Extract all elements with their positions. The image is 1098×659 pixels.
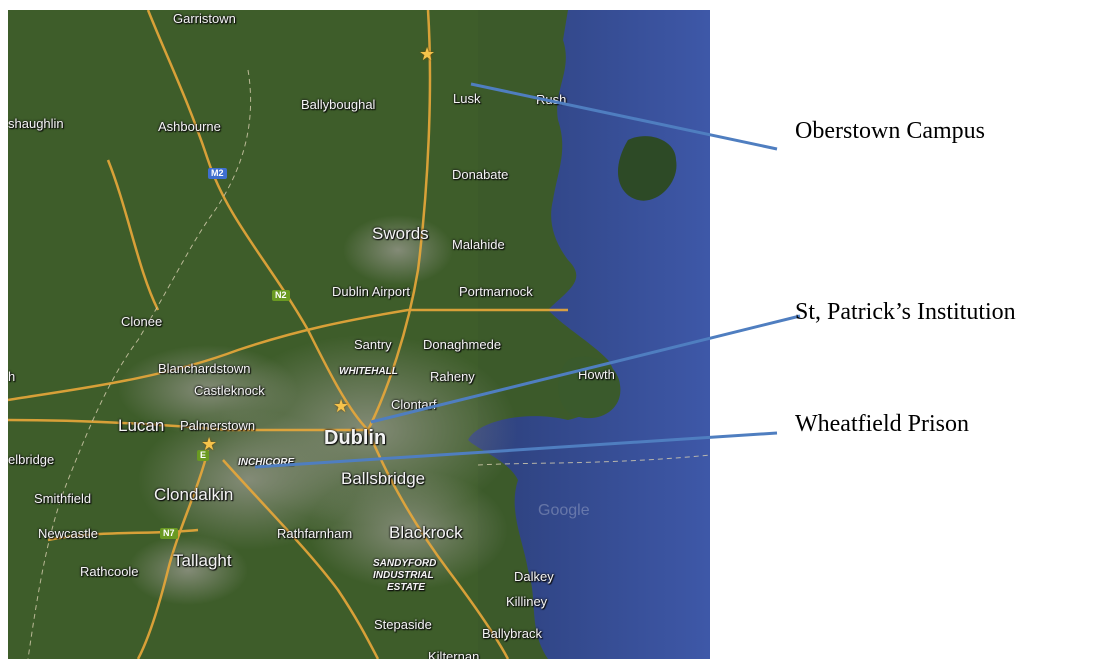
map-terrain [8,10,710,659]
callout-label: Oberstown Campus [795,118,985,144]
place-label: Kilternan [428,649,480,659]
place-label: WHITEHALL [339,366,398,377]
place-label: elbridge [8,452,55,467]
place-label: h [8,369,16,384]
place-label: Donabate [452,167,509,182]
place-label: Malahide [452,237,505,252]
place-label: Dalkey [514,569,554,584]
place-label: Newcastle [38,526,98,541]
place-label: Clonee [121,314,163,329]
place-label: INDUSTRIAL [373,570,434,581]
place-label: ESTATE [387,582,425,593]
place-label: Tallaght [173,551,232,570]
place-label: Rathfarnham [277,526,353,541]
road-shield: N2 [272,290,290,301]
place-label: Clondalkin [154,485,234,504]
place-label: Castleknock [194,383,265,398]
callout-label: Wheatfield Prison [795,411,969,437]
place-label: Portmarnock [459,284,533,299]
place-label: Ballybrack [482,626,542,641]
map-watermark: Google [538,502,590,519]
road-shield: M2 [208,168,227,179]
place-label: Garristown [173,11,236,26]
place-label: Smithfield [34,491,92,506]
place-label: Stepaside [374,617,432,632]
place-label: Blanchardstown [158,361,251,376]
place-label: Ashbourne [158,119,221,134]
place-label: SANDYFORD [373,558,437,569]
road-shield: N7 [160,528,178,539]
place-label: Dublin [324,427,387,449]
satellite-map[interactable]: Garristown shaughlin Ashbourne Ballyboughal… [8,10,710,659]
road-shield: E [197,450,210,461]
callout-label: St, Patrick’s Institution [795,299,1016,325]
place-label: Dublin Airport [332,284,411,299]
callout-line [254,431,778,469]
place-label: Killiney [506,594,548,609]
place-label: Ballsbridge [341,469,426,488]
star-marker-icon[interactable]: ★ [419,44,436,64]
place-label: Lucan [118,416,165,435]
place-label: Donaghmede [423,337,502,352]
place-label: shaughlin [8,116,64,131]
place-label: INCHICORE [238,457,295,468]
place-label: Swords [372,224,429,243]
place-label: Raheny [430,369,475,384]
callout-line [470,82,778,151]
place-label: Santry [354,337,392,352]
star-marker-icon[interactable]: ★ [333,396,350,416]
place-label: Ballyboughal [301,97,376,112]
place-label: Palmerstown [180,418,256,433]
callout-line [370,314,801,424]
place-label: Rathcoole [80,564,139,579]
place-label: Howth [578,367,615,382]
place-label: Blackrock [389,523,463,542]
place-label: Lusk [453,91,481,106]
star-marker-icon[interactable]: ★ [201,434,218,454]
